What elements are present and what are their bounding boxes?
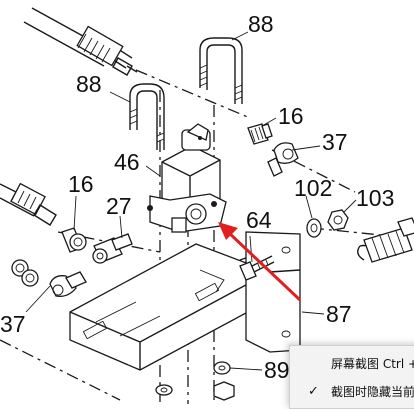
washer-89 <box>213 361 231 375</box>
callout-16-left: 16 <box>68 171 94 197</box>
u-bolt-88-top <box>199 37 243 104</box>
menu-item-screenshot[interactable]: 屏幕截图 Ctrl + <box>290 350 414 378</box>
fitting-16-left <box>61 227 87 253</box>
fitting-16-right <box>247 123 273 145</box>
spring-coil <box>357 217 414 263</box>
u-bolt-88-left <box>129 83 165 150</box>
callout-102: 102 <box>294 175 332 201</box>
callout-46: 46 <box>114 149 140 175</box>
washer-102 <box>306 218 322 238</box>
fittings-far-left <box>11 259 39 287</box>
context-menu: 屏幕截图 Ctrl + ✓ 截图时隐藏当前 <box>289 345 414 409</box>
callout-16-right: 16 <box>278 103 304 129</box>
callout-87: 87 <box>326 301 352 327</box>
callout-37-left: 37 <box>0 311 26 337</box>
callout-27: 27 <box>106 193 132 219</box>
nut-103 <box>327 209 349 231</box>
callout-88-left: 88 <box>76 71 102 97</box>
hose-left <box>0 182 57 226</box>
elbow-37-right <box>267 142 299 177</box>
callout-37-right: 37 <box>322 129 348 155</box>
callout-103: 103 <box>356 185 394 211</box>
tee-27 <box>92 233 133 264</box>
menu-item-hide-window-label: 截图时隐藏当前 <box>331 385 414 399</box>
menu-item-hide-window[interactable]: ✓ 截图时隐藏当前 <box>290 378 414 406</box>
nuts-bottom <box>155 381 235 401</box>
callout-89: 89 <box>264 357 290 383</box>
hose-top-left <box>23 7 138 76</box>
annotation-arrow <box>218 222 302 302</box>
checkmark-icon: ✓ <box>308 384 319 399</box>
solenoid-valve-46 <box>147 123 227 233</box>
elbow-37-left <box>49 271 87 297</box>
callout-88-top: 88 <box>248 11 274 37</box>
leader-lines <box>25 31 357 371</box>
menu-item-screenshot-label: 屏幕截图 Ctrl + <box>331 357 414 371</box>
callout-64: 64 <box>246 207 272 233</box>
